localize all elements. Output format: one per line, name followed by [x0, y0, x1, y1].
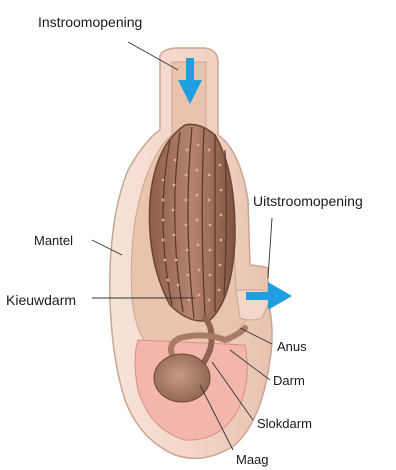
- label-maag: Maag: [236, 452, 269, 468]
- label-slokdarm: Slokdarm: [257, 416, 312, 432]
- label-anus: Anus: [277, 339, 307, 355]
- label-mantel: Mantel: [34, 233, 73, 249]
- label-uitstroomopening: Uitstroomopening: [253, 193, 363, 209]
- label-kieuwdarm: Kieuwdarm: [6, 292, 76, 308]
- stomach: [154, 354, 210, 402]
- label-instroomopening: Instroomopening: [38, 14, 142, 30]
- label-darm: Darm: [273, 373, 305, 389]
